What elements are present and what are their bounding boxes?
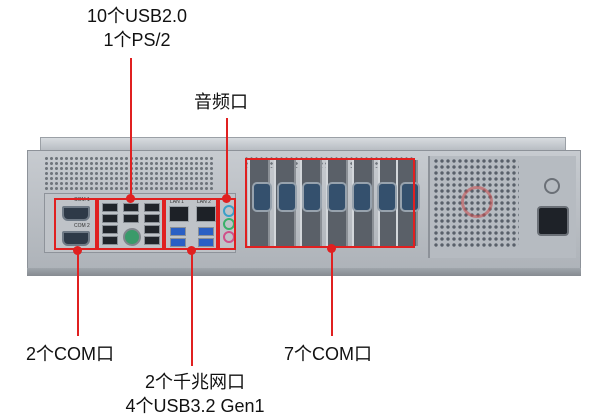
fan-icon (461, 186, 493, 218)
usb3-port (170, 227, 186, 236)
db9-com-port (277, 182, 297, 212)
usb2-port (123, 203, 139, 212)
io-vent-grille (44, 156, 214, 190)
com2-port (62, 231, 90, 246)
usb2-port (102, 214, 118, 223)
lan-callout-line (191, 250, 193, 366)
com-left-highlight (54, 198, 97, 250)
lan-count-text: 2个千兆网口 (144, 372, 245, 392)
com-right-callout-line (331, 248, 333, 336)
usb2-port (144, 236, 160, 245)
com-right-callout-dot (327, 244, 336, 253)
usb2-port (102, 236, 118, 245)
chassis-bottom-rail (27, 268, 581, 276)
usb3-port (170, 238, 186, 247)
com-right-label: 7个COM口 (284, 344, 373, 364)
db9-com-port (302, 182, 322, 212)
usb-ps2-label: 10个USB2.0 1个PS/2 (78, 4, 196, 52)
usb2-port (144, 203, 160, 212)
usb2-highlight (97, 198, 164, 250)
power-switch-icon (544, 178, 560, 194)
lan2-tag: LAN 2 (197, 199, 211, 205)
ps2-count-text: 1个PS/2 (103, 30, 171, 50)
db9-com-port (400, 182, 420, 212)
chassis-top-rail (40, 137, 566, 151)
usb2-port (123, 214, 139, 223)
audio-callout-dot (222, 194, 231, 203)
usb2-port (102, 225, 118, 234)
usb2-port (144, 225, 160, 234)
com1-port (62, 206, 90, 221)
lan2-port (196, 206, 216, 222)
power-socket (537, 206, 569, 236)
usb3-port (198, 238, 214, 247)
audio-highlight (218, 198, 236, 250)
usb-callout-line (130, 58, 132, 198)
db9-com-port (327, 182, 347, 212)
usb-callout-dot (126, 194, 135, 203)
audio-callout-line (226, 118, 228, 198)
lan-usb3-highlight (164, 198, 218, 250)
ps2-port (123, 228, 141, 246)
usb2-port (144, 214, 160, 223)
com-right-highlight (245, 158, 415, 248)
lan-usb3-label: 2个千兆网口 4个USB3.2 Gen1 (110, 370, 280, 418)
audio-port-label: 音频口 (194, 92, 248, 112)
com1-tag: COM 1 (74, 197, 90, 203)
usb2-port (102, 203, 118, 212)
lan1-port (169, 206, 189, 222)
lan-callout-dot (187, 246, 196, 255)
usb3-count-text: 4个USB3.2 Gen1 (125, 396, 265, 416)
com-left-callout-dot (73, 246, 82, 255)
com-left-callout-line (77, 250, 79, 336)
db9-com-port (352, 182, 372, 212)
com-left-label: 2个COM口 (26, 344, 115, 364)
usb3-port (198, 227, 214, 236)
db9-com-port (377, 182, 397, 212)
com2-tag: COM 2 (74, 223, 90, 229)
db9-com-port (252, 182, 272, 212)
usb2-count-text: 10个USB2.0 (86, 6, 188, 26)
lan1-tag: LAN 1 (170, 199, 184, 205)
